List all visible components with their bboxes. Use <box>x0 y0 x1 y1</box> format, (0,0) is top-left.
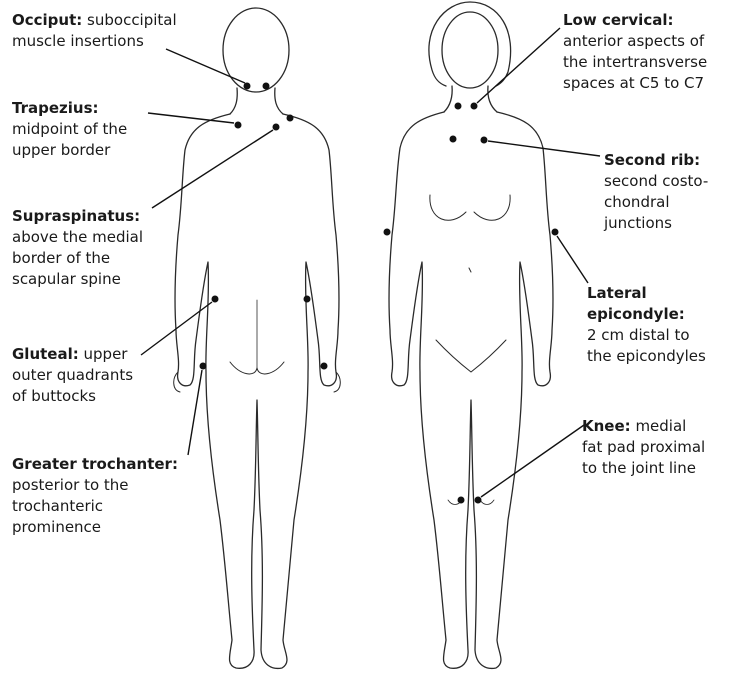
point-knee-right <box>475 497 482 504</box>
label-second-rib: Second rib: second costo- chondral junct… <box>604 150 708 234</box>
label-trapezius: Trapezius: midpoint of the upper border <box>12 98 127 161</box>
point-epicondyle-right <box>552 229 559 236</box>
point-knee-left <box>458 497 465 504</box>
label-trapezius-title: Trapezius: <box>12 98 127 119</box>
point-epicondyle-left <box>384 229 391 236</box>
label-occiput: Occiput: suboccipital muscle insertions <box>12 10 177 52</box>
label-knee: Knee: medial fat pad proximal to the joi… <box>582 416 705 479</box>
leader-trapezius <box>148 113 234 123</box>
back-view-figure <box>174 8 341 668</box>
label-knee-title: Knee: <box>582 417 631 435</box>
point-trochanter-left <box>200 363 207 370</box>
label-supraspinatus: Supraspinatus: above the medial border o… <box>12 206 143 290</box>
point-trochanter-right <box>321 363 328 370</box>
leader-gluteal <box>141 302 212 355</box>
label-supraspinatus-title: Supraspinatus: <box>12 206 143 227</box>
point-gluteal-left <box>212 296 219 303</box>
point-second-rib-left <box>450 136 457 143</box>
label-gluteal-title: Gluteal: <box>12 345 79 363</box>
point-trapezius-right <box>287 115 294 122</box>
point-low-cervical-left <box>455 103 462 110</box>
label-greater-trochanter: Greater trochanter: posterior to the tro… <box>12 454 178 538</box>
point-supraspinatus <box>273 124 280 131</box>
label-occiput-title: Occiput: <box>12 11 82 29</box>
tender-points <box>200 83 559 504</box>
leader-supraspinatus <box>152 130 273 208</box>
label-lateral-epicondyle: Lateral epicondyle: 2 cm distal to the e… <box>587 283 706 367</box>
point-low-cervical-right <box>471 103 478 110</box>
leader-knee <box>481 425 584 497</box>
label-low-cervical: Low cervical: anterior aspects of the in… <box>563 10 707 94</box>
front-view-figure <box>389 2 553 668</box>
label-low-cervical-title: Low cervical: <box>563 10 707 31</box>
leader-occiput <box>166 49 245 83</box>
label-greater-trochanter-title: Greater trochanter: <box>12 454 178 475</box>
label-second-rib-title: Second rib: <box>604 150 708 171</box>
point-gluteal-right <box>304 296 311 303</box>
point-trapezius-left <box>235 122 242 129</box>
label-gluteal: Gluteal: upper outer quadrants of buttoc… <box>12 344 133 407</box>
leader-lateral-epicondyle <box>557 236 588 283</box>
point-occiput-right <box>263 83 270 90</box>
leader-lines <box>141 28 600 497</box>
leader-low-cervical <box>477 28 560 103</box>
point-second-rib-right <box>481 137 488 144</box>
label-lateral-epicondyle-title: Lateral <box>587 283 706 304</box>
leader-greater-trochanter <box>188 370 202 455</box>
